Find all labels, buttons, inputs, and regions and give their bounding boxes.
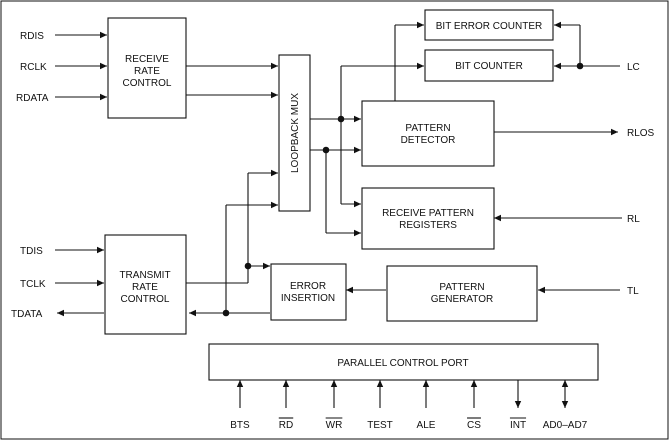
lc-label: LC <box>627 62 640 73</box>
pin-1-label: RD <box>279 420 293 431</box>
receive-rate-control-line3: CONTROL <box>123 78 172 89</box>
parallel-control-port-label: PARALLEL CONTROL PORT <box>337 358 468 369</box>
pin-0-label: BTS <box>230 420 250 431</box>
receive-rate-control-block: RECEIVE RATE CONTROL <box>107 17 187 119</box>
receive-pattern-registers-line1: RECEIVE PATTERN <box>382 208 474 219</box>
pin-2-label: WR <box>326 420 343 431</box>
pattern-generator-line1: PATTERN <box>439 282 484 293</box>
pin-5-label: CS <box>467 420 481 431</box>
receive-pattern-registers-block: RECEIVE PATTERN REGISTERS <box>361 187 495 250</box>
rdis-label: RDIS <box>20 31 44 42</box>
loopback-mux-label: LOOPBACK MUX <box>290 93 301 173</box>
parallel-control-port-block: PARALLEL CONTROL PORT <box>208 343 599 381</box>
junction-dot <box>576 62 584 70</box>
rdata-label: RDATA <box>16 93 49 104</box>
bit-counter-block: BIT COUNTER <box>424 49 554 82</box>
control-port-pins: BTS RD WR TEST ALE CS INT AD0–AD7 <box>230 380 588 431</box>
transmit-rate-control-line3: CONTROL <box>121 294 170 305</box>
rl-label: RL <box>627 214 640 225</box>
bit-error-counter-block: BIT ERROR COUNTER <box>424 9 554 41</box>
connections <box>55 21 622 317</box>
receive-pattern-registers-line2: REGISTERS <box>399 220 457 231</box>
error-insertion-line2: INSERTION <box>281 293 335 304</box>
junction-dot <box>322 146 330 154</box>
receive-rate-control-line2: RATE <box>134 66 160 77</box>
transmit-rate-control-line2: RATE <box>132 282 158 293</box>
junction-dot <box>337 115 345 123</box>
pattern-generator-block: PATTERN GENERATOR <box>386 265 538 322</box>
pattern-detector-line2: DETECTOR <box>401 135 456 146</box>
loopback-mux-block: LOOPBACK MUX <box>278 54 311 212</box>
rlos-label: RLOS <box>627 128 655 139</box>
pin-6-label: INT <box>510 420 526 431</box>
transmit-rate-control-block: TRANSMIT RATE CONTROL <box>104 234 187 335</box>
error-insertion-block: ERROR INSERTION <box>270 263 347 321</box>
error-insertion-line1: ERROR <box>290 281 326 292</box>
junction-dot <box>244 262 252 270</box>
junctions <box>222 62 584 317</box>
junction-dot <box>222 309 230 317</box>
tl-label: TL <box>627 286 639 297</box>
pattern-detector-block: PATTERN DETECTOR <box>361 100 495 167</box>
pin-3-label: TEST <box>367 420 393 431</box>
pin-4-label: ALE <box>417 420 436 431</box>
tdata-label: TDATA <box>11 309 43 320</box>
tdis-label: TDIS <box>20 246 43 257</box>
bit-error-counter-label: BIT ERROR COUNTER <box>436 21 543 32</box>
pattern-generator-line2: GENERATOR <box>431 294 493 305</box>
rclk-label: RCLK <box>20 62 47 73</box>
tclk-label: TCLK <box>20 279 46 290</box>
pin-7-label: AD0–AD7 <box>543 420 588 431</box>
signal-labels: RDIS RCLK RDATA TDIS TCLK TDATA LC RLOS … <box>11 31 655 320</box>
bit-counter-label: BIT COUNTER <box>455 61 523 72</box>
receive-rate-control-line1: RECEIVE <box>125 54 169 65</box>
pattern-detector-line1: PATTERN <box>405 123 450 134</box>
transmit-rate-control-line1: TRANSMIT <box>119 270 170 281</box>
